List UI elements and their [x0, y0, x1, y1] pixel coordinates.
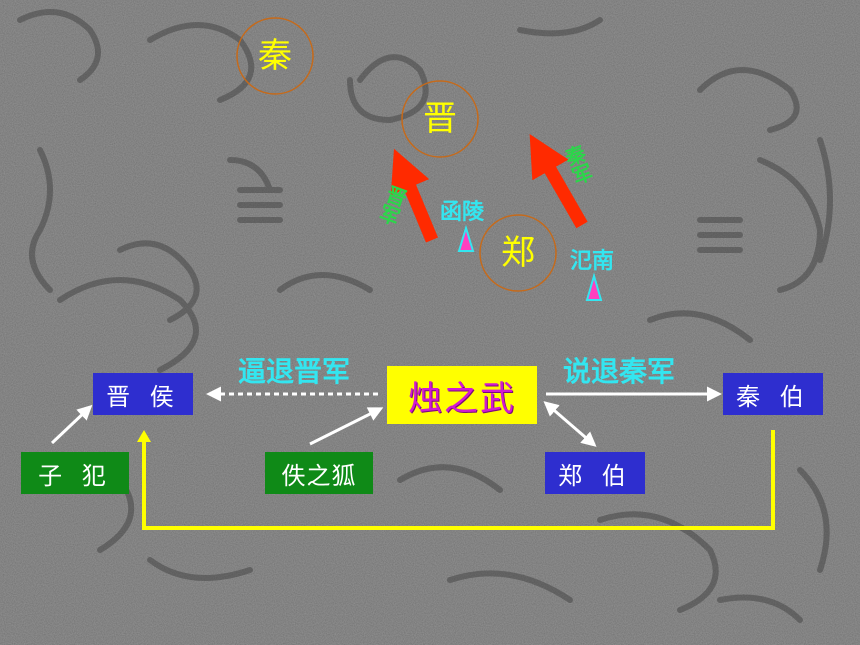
action-persuade-qin-retreat: 说退秦军 [563, 355, 676, 388]
connector-arrowhead [137, 430, 151, 442]
place-hanling: 函陵 [440, 200, 485, 225]
qin-circle [236, 17, 314, 95]
yi-zhi-hu-box: 佚之狐 [265, 452, 373, 494]
zhuzhiwu-zhengbo-arrow [543, 401, 597, 447]
qinbo-to-jinhou-connector [142, 430, 775, 530]
qin-bo-box: 秦 伯 [723, 373, 823, 415]
jin-hou-box: 晋 侯 [93, 373, 193, 415]
qin-army-arrow [529, 133, 588, 229]
state-jin-label: 晋 [423, 99, 457, 139]
hanling-marker [457, 224, 475, 252]
zheng-bo-box: 郑 伯 [545, 452, 645, 494]
yizhihu-to-zhuzhiwu-arrow [309, 407, 384, 446]
fannan-marker [585, 272, 603, 301]
place-fannan: 氾南 [570, 249, 615, 274]
action-force-jin-retreat: 逼退晋军 [238, 355, 351, 388]
zi-fan-box: 子 犯 [21, 452, 129, 494]
jin-army-arrow [390, 148, 438, 243]
state-qin-label: 秦 [258, 36, 292, 76]
zhu-zhi-wu-box: 烛之武 [387, 366, 537, 424]
zifan-to-jinhou-arrow [50, 404, 93, 445]
jin-circle [401, 80, 479, 158]
state-zheng-label: 郑 [501, 233, 535, 273]
zheng-circle [479, 214, 557, 292]
